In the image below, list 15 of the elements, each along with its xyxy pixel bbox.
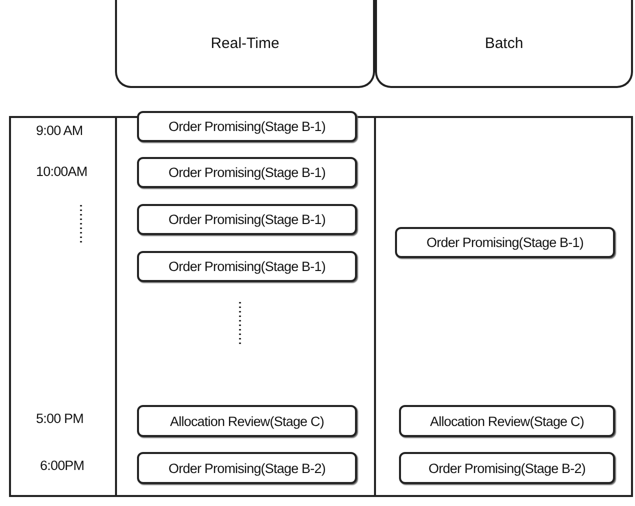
column-header: Real-Time xyxy=(115,0,375,88)
process-box: Order Promising(Stage B-1) xyxy=(137,157,357,188)
time-label: 6:00PM xyxy=(40,458,84,473)
process-box: Order Promising(Stage B-2) xyxy=(137,452,357,484)
process-box: Allocation Review(Stage C) xyxy=(399,405,615,437)
process-box: Order Promising(Stage B-2) xyxy=(399,452,615,484)
process-box: Order Promising(Stage B-1) xyxy=(137,204,357,235)
process-box: Order Promising(Stage B-1) xyxy=(137,251,357,282)
process-box: Order Promising(Stage B-1) xyxy=(395,227,615,258)
time-label: 9:00 AM xyxy=(36,123,83,138)
process-box: Allocation Review(Stage C) xyxy=(137,405,357,437)
process-box: Order Promising(Stage B-1) xyxy=(137,111,357,142)
time-label: 5:00 PM xyxy=(36,411,84,426)
time-label: 10:00AM xyxy=(36,164,88,179)
column-header: Batch xyxy=(375,0,633,88)
